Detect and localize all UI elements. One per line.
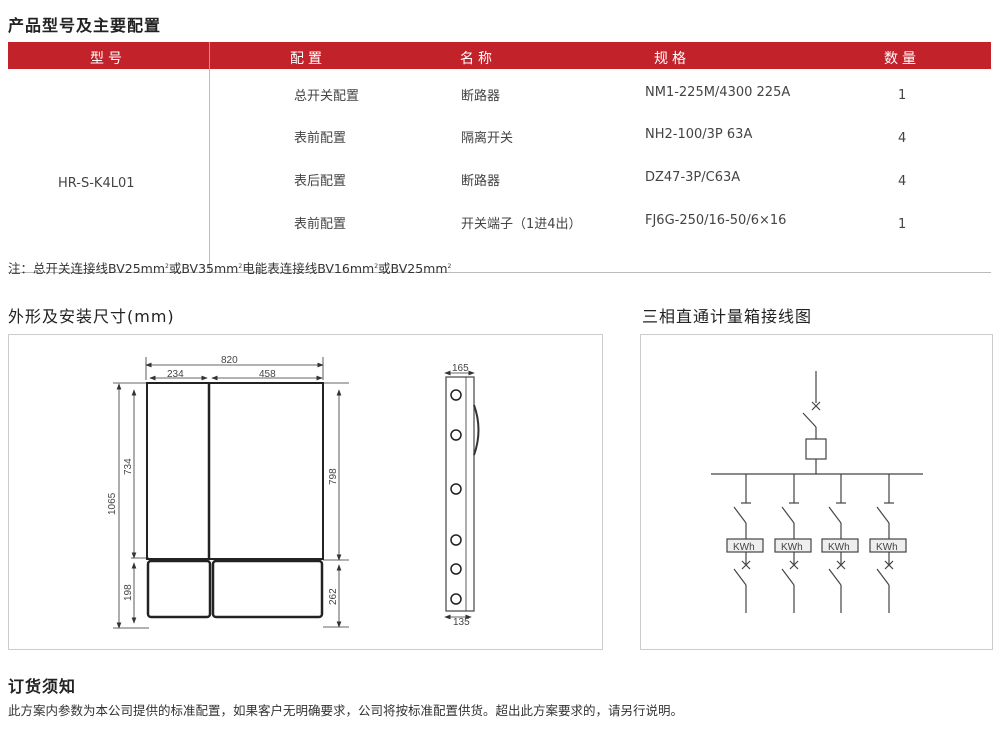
svg-text:198: 198 [123,584,134,601]
row-4-config: 表前配置 [294,217,347,232]
superscript: 2 [374,262,379,270]
note-part-1: 注：总开关连接线BV25mm [8,261,166,276]
superscript: 2 [165,262,169,270]
row-4-spec: FJ6G-250/16-50/6×16 [645,213,787,228]
header-qty: 数量 [884,51,920,67]
row-4-qty: 1 [898,217,907,232]
branch-4 [869,474,907,613]
svg-text:165: 165 [452,363,469,374]
row-2-qty: 4 [898,131,907,146]
svg-text:798: 798 [328,468,339,485]
row-3-spec: DZ47-3P/C63A [645,170,741,185]
table-header: 型号 配置 名称 规格 数量 [8,42,991,69]
branch-2 [774,474,812,613]
svg-text:1065: 1065 [107,492,118,515]
svg-text:135: 135 [453,617,470,628]
dimensions-section-title: 外形及安装尺寸(mm) [8,307,175,326]
note-part-4: 或BV25mm [378,261,448,276]
row-3-name: 断路器 [461,174,501,189]
meter-label-1: KWh [733,542,755,553]
dimension-drawing: 820 234 458 1065 734 798 198 262 165 135 [107,355,480,629]
row-1-qty: 1 [898,88,907,103]
meter-label-3: KWh [828,542,850,553]
header-spec: 规格 [654,51,690,67]
model-cell: HR-S-K4L01 [58,176,135,191]
wiring-section-title: 三相直通计量箱接线图 [642,307,813,326]
meter-label-2: KWh [781,542,803,553]
header-model: 型号 [90,51,126,67]
row-1-name: 断路器 [461,89,501,104]
ordering-section-title: 订货须知 [8,677,77,696]
row-1-config: 总开关配置 [294,89,360,104]
meter-label-4: KWh [876,542,898,553]
wiring-note: 注：总开关连接线BV25mm2或BV35mm2电能表连接线BV16mm2或BV2… [8,258,451,277]
column-divider [209,69,210,272]
row-1-spec: NM1-225M/4300 225A [645,85,791,100]
main-section-title: 产品型号及主要配置 [8,16,162,35]
svg-text:234: 234 [167,369,184,380]
row-2-spec: NH2-100/3P 63A [645,127,753,142]
config-table: 型号 配置 名称 规格 数量 HR-S-K4L01 总开关配置 断路器 NM1-… [8,42,991,273]
row-3-qty: 4 [898,174,907,189]
ordering-text: 此方案内参数为本公司提供的标准配置，如果客户无明确要求，公司将按标准配置供货。超… [8,703,684,718]
row-4-name: 开关端子（1进4出） [461,217,582,232]
svg-text:458: 458 [259,369,276,380]
svg-text:262: 262 [328,588,339,605]
branch-3 [821,474,859,613]
wiring-diagram-panel: KWh KWh KWh KWh [640,334,993,650]
row-2-config: 表前配置 [294,131,347,146]
dim-total-width: 820 [221,355,238,366]
header-config: 配置 [290,51,326,67]
dimension-drawing-panel: 820 234 458 1065 734 798 198 262 165 135 [8,334,603,650]
header-divider [209,42,210,69]
superscript: 2 [238,262,243,270]
table-body: HR-S-K4L01 总开关配置 断路器 NM1-225M/4300 225A … [8,69,991,273]
note-part-2: 或BV35mm [168,261,239,276]
superscript: 2 [447,262,452,270]
svg-text:734: 734 [123,458,134,475]
wiring-diagram: KWh KWh KWh KWh [711,371,923,613]
header-name: 名称 [460,51,496,67]
note-part-3: 电能表连接线BV16mm [242,261,375,276]
row-2-name: 隔离开关 [461,131,514,146]
branch-1 [726,474,764,613]
row-3-config: 表后配置 [294,174,347,189]
